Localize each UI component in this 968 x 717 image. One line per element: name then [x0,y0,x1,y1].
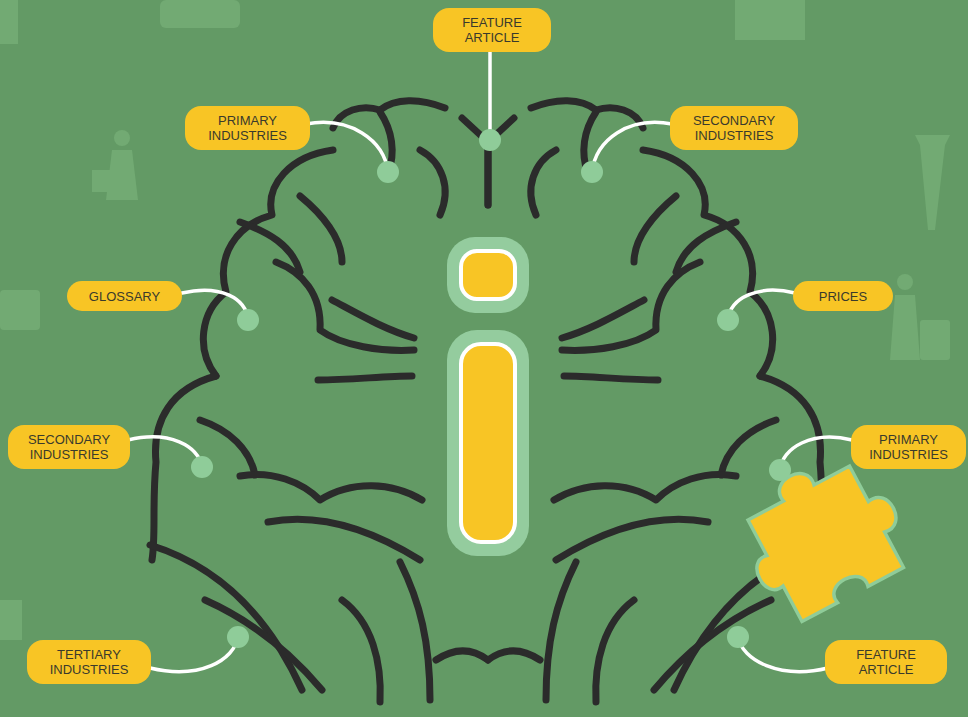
label-pill: PRIMARY INDUSTRIES [851,425,966,469]
label-text: SECONDARY INDUSTRIES [682,113,786,143]
info-dot [461,251,515,299]
label-text: FEATURE ARTICLE [837,647,935,677]
info-stem [461,344,515,542]
brain-fold [240,222,300,272]
leader-line [150,637,238,672]
label-text: FEATURE ARTICLE [445,15,539,45]
brain-outer-edge [203,150,333,376]
brain-lower-lobe [205,600,322,690]
callout-dot [191,456,213,478]
label-pill: TERTIARY INDUSTRIES [27,640,151,684]
label-text: TERTIARY INDUSTRIES [39,647,139,677]
bg-truck [160,0,240,28]
leader-line [306,122,388,172]
brain-fold [276,262,414,350]
label-text: SECONDARY INDUSTRIES [20,432,118,462]
bg-machine [0,290,40,330]
label-text: PRIMARY INDUSTRIES [863,432,954,462]
bg-mine-tower [915,135,950,230]
callout-dot [727,626,749,648]
callout-dot [377,161,399,183]
leader-line [738,637,828,672]
brain-lower-lobe [150,545,302,690]
bg-box [0,600,22,640]
bg-hand-trolley [920,320,950,360]
info-dot-halo [447,237,529,313]
bg-worker-head [897,274,913,290]
brain-outer-edge [152,376,216,560]
callout-dot [479,129,501,151]
bg-shopper-head [114,130,130,146]
label-pill: FEATURE ARTICLE [433,8,551,52]
brain-stem [436,651,488,660]
label-text: PRIMARY INDUSTRIES [197,113,298,143]
leader-lines [128,52,852,672]
brain-fold [318,376,412,380]
brain-fold [332,300,414,338]
leader-line [780,437,852,470]
brain-lower-lobe [342,600,380,702]
brain-outline [150,101,488,702]
leader-line [128,437,202,467]
label-text: GLOSSARY [89,289,160,304]
bg-worker-body [890,295,920,360]
leader-line [488,52,492,140]
callout-dot [717,309,739,331]
bg-building [0,0,18,44]
label-pill: SECONDARY INDUSTRIES [8,425,130,469]
background-icons [0,0,950,640]
bg-shopping-bag [92,170,110,192]
label-pill: PRICES [793,281,893,311]
callout-dots [191,129,791,648]
label-text: PRICES [819,289,867,304]
callout-dot [227,626,249,648]
brain-outline-mirror [488,101,826,702]
brain-fold [268,519,420,560]
label-pill: PRIMARY INDUSTRIES [185,106,310,150]
callout-dot [581,161,603,183]
leader-line [592,122,672,172]
brain-fold [300,196,342,262]
label-pill: SECONDARY INDUSTRIES [670,106,798,150]
brain-lower-lobe [400,562,430,700]
label-pill: FEATURE ARTICLE [825,640,947,684]
bg-factory [735,0,805,40]
callout-dot [237,309,259,331]
label-pill: GLOSSARY [67,281,182,311]
brain-fold [240,474,422,500]
brain-fold [420,150,445,215]
bg-shopper-body [106,150,138,200]
info-stem-halo [447,330,529,556]
callout-dot [769,459,791,481]
